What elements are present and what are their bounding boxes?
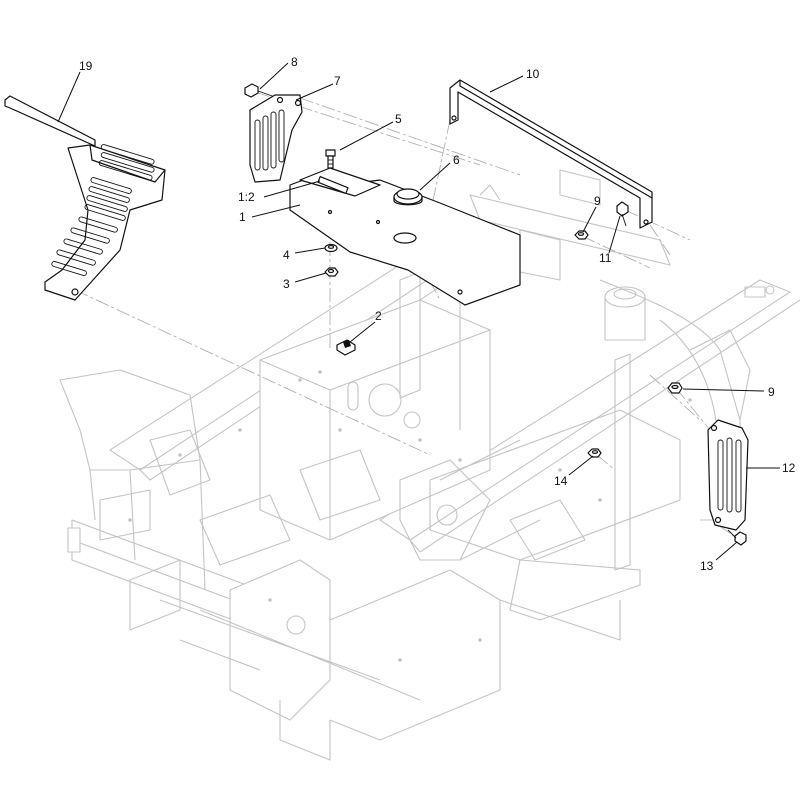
callout-2: 2	[375, 309, 382, 323]
part-1-cover-plate	[289, 167, 521, 306]
part-13-bolt	[727, 529, 747, 546]
part-7-vent-plate	[249, 94, 303, 183]
callout-7: 7	[334, 74, 341, 88]
callout-10: 10	[526, 67, 540, 81]
callout-1-2: 1:2	[238, 190, 255, 204]
part-3-nut	[324, 267, 339, 277]
part-6-grommet	[393, 188, 423, 206]
leader-lines	[57, 62, 780, 561]
part-11-bolt	[616, 201, 629, 227]
callout-6: 6	[453, 153, 460, 167]
part-14-nut	[587, 448, 602, 458]
vent-slots-7	[254, 109, 285, 171]
part-12-right-vent-plate	[707, 419, 749, 531]
part-5-stud	[325, 149, 336, 169]
callout-14: 14	[554, 474, 568, 488]
callout-3: 3	[283, 277, 290, 291]
part-8-bolt	[244, 83, 279, 99]
part-9-nut-upper	[574, 230, 589, 240]
callout-1: 1	[239, 210, 246, 224]
part-9-nut-lower	[667, 382, 683, 394]
callout-13: 13	[700, 559, 714, 573]
callout-9-upper: 9	[594, 194, 601, 208]
callout-8: 8	[291, 55, 298, 69]
callout-12: 12	[782, 461, 796, 475]
part-10-rear-bracket	[449, 79, 653, 229]
vent-slots-12	[717, 437, 742, 513]
callout-5: 5	[395, 112, 402, 126]
part-19-left-panel	[4, 95, 166, 301]
callout-4: 4	[283, 248, 290, 262]
callout-19: 19	[79, 59, 93, 73]
callout-labels: 19 8 7 10 5 6 1:2 1 9 11 4 3 2 9 14 12 1…	[79, 55, 796, 573]
vent-slots-19	[51, 144, 155, 277]
callout-11: 11	[599, 251, 612, 265]
part-2-clip-nut	[336, 339, 356, 356]
callout-9-lower: 9	[768, 385, 775, 399]
part-4-washer	[324, 243, 338, 253]
